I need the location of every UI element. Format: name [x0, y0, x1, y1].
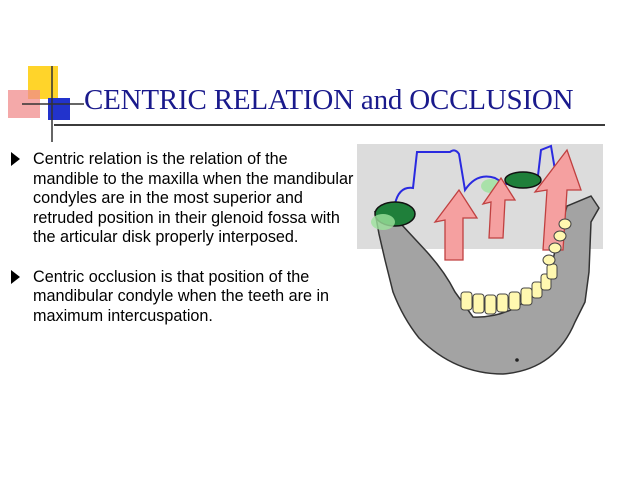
bullet-item: Centric relation is the relation of the … — [10, 150, 355, 248]
bullet-arrow-icon — [11, 269, 20, 284]
tooth — [553, 230, 567, 242]
tooth — [484, 294, 497, 315]
mental-foramen — [515, 358, 519, 362]
bullet-list: Centric relation is the relation of the … — [10, 150, 355, 346]
title-decoration — [8, 66, 84, 142]
force-arrows — [433, 148, 582, 261]
bullet-text: Centric occlusion is that position of th… — [33, 267, 330, 325]
title-underline — [54, 124, 605, 126]
right-condyle — [504, 171, 542, 189]
tooth — [472, 293, 485, 314]
mandible-illustration — [357, 144, 603, 375]
left-condyle-highlight — [371, 214, 395, 230]
force-arrow — [481, 176, 517, 239]
bullet-item: Centric occlusion is that position of th… — [10, 268, 355, 327]
tooth — [508, 291, 521, 311]
tooth — [548, 242, 562, 254]
tooth — [496, 293, 509, 313]
lower-teeth — [460, 263, 558, 315]
bullet-arrow-icon — [11, 152, 20, 166]
upper-teeth — [542, 218, 572, 266]
tooth — [558, 218, 572, 230]
tooth — [460, 291, 473, 311]
bullet-text: Centric relation is the relation of the … — [33, 150, 354, 246]
tooth — [542, 254, 556, 266]
force-arrow — [433, 188, 479, 261]
page-title: CENTRIC RELATION and OCCLUSION — [84, 84, 574, 116]
mandible-body — [374, 195, 600, 375]
tooth — [546, 263, 558, 280]
tooth — [520, 287, 533, 306]
